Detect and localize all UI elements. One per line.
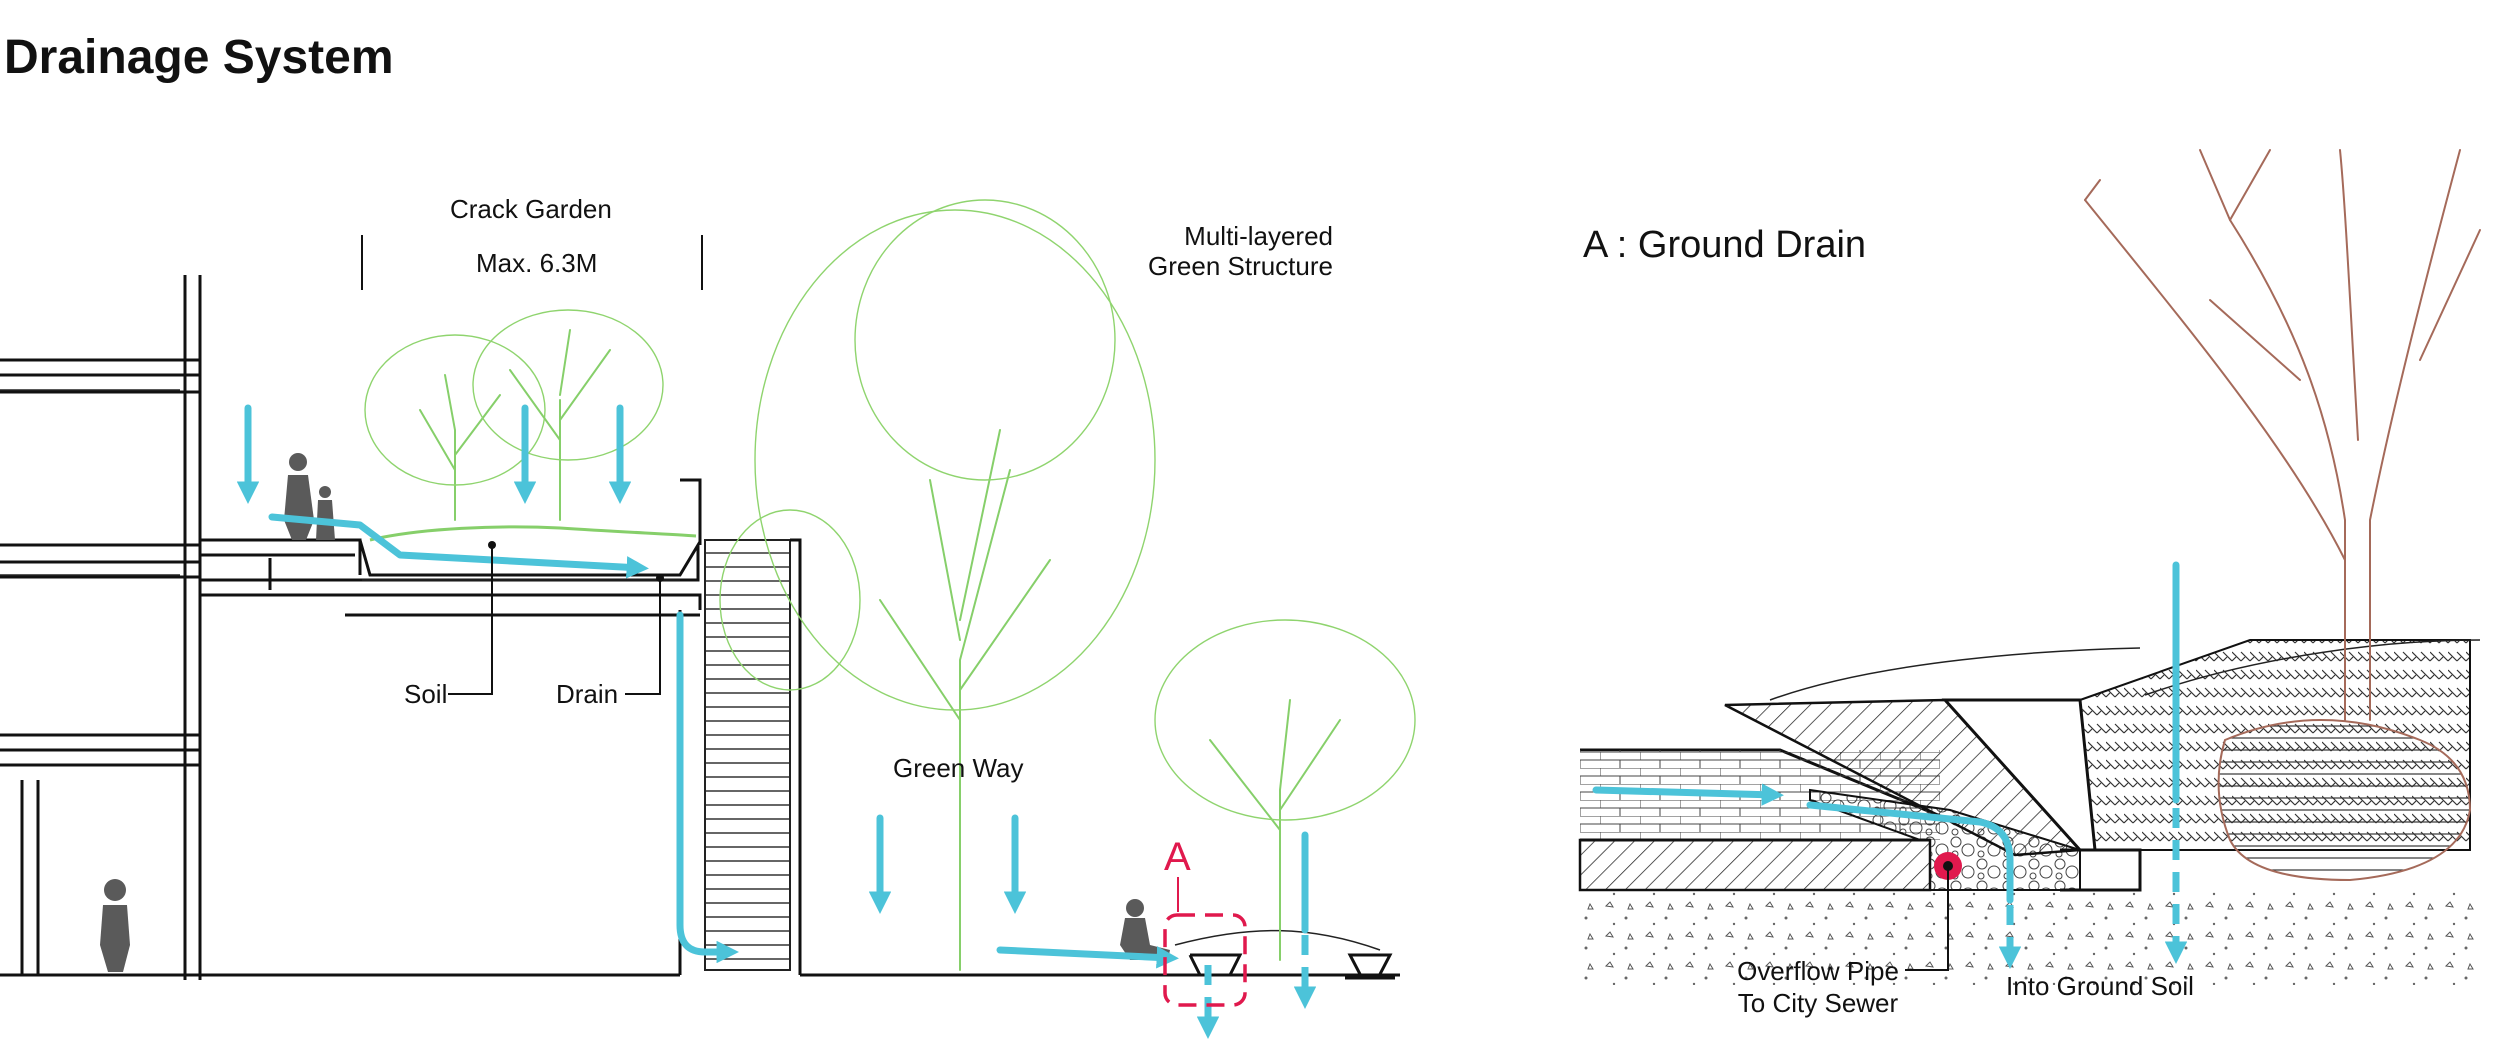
standing-person-figure [100,879,130,972]
max-width-label: Max. 6.3M [476,248,597,278]
soil-leader [448,545,493,695]
ground-soil-label: Into Ground Soil [2006,971,2194,1001]
overflow-pipe-label-line1: Overflow Pipe [1737,956,1899,986]
detail-a-marker-box [1163,913,1247,1007]
ground-drain-detail [1578,149,2481,985]
ground-drain-title: A : Ground Drain [1583,224,1866,266]
labels: Crack Garden Max. 6.3M Multi-layered Gre… [404,194,2194,1018]
water-flow-arrows [236,404,1317,1039]
crack-garden-label: Crack Garden [450,194,612,224]
soil-label: Soil [404,679,447,709]
crack-garden-trees [364,309,664,521]
multi-layered-trees [719,199,1416,971]
adult-figure [284,453,314,540]
multi-layered-label-line2: Green Structure [1148,251,1333,281]
drain-label: Drain [556,679,618,709]
page-title: Drainage System [4,31,394,84]
multi-layered-label-line1: Multi-layered [1184,221,1333,251]
child-figure [316,486,335,540]
sitting-person-figure [1120,899,1170,960]
detail-a-marker-label: A [1164,835,1191,879]
overflow-pipe-label-line2: To City Sewer [1738,988,1899,1018]
drain-leader [625,578,661,695]
green-way-label: Green Way [893,753,1024,783]
